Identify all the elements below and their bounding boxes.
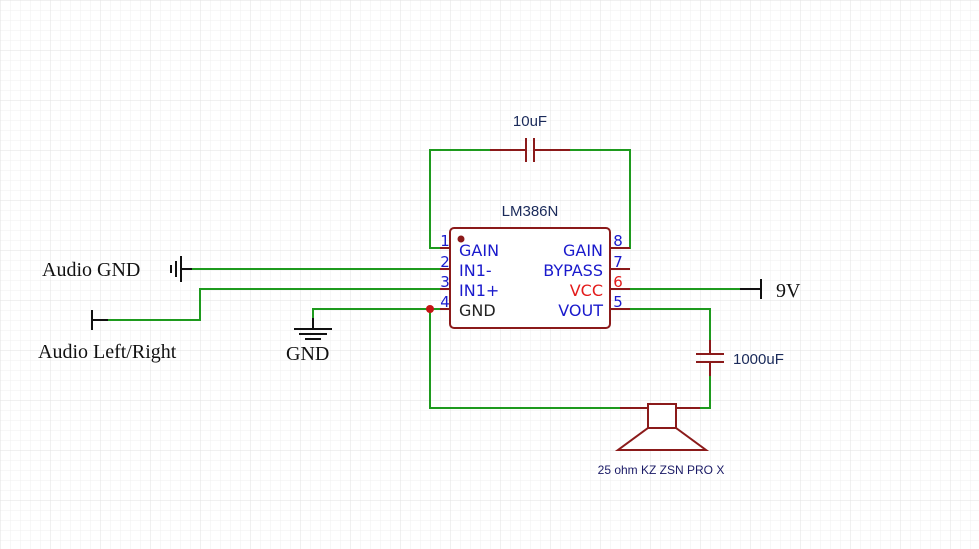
ic-body — [449, 227, 611, 329]
speaker-label: 25 ohm KZ ZSN PRO X — [598, 463, 725, 477]
pin-7-label: BYPASS — [543, 261, 603, 280]
gnd-label: GND — [286, 343, 329, 365]
pin-8-label: GAIN — [563, 241, 603, 260]
speaker-cone-icon — [614, 427, 710, 451]
wire-vout — [620, 308, 711, 348]
ic-lm386n: LM386N 1 2 3 4 GAIN IN1- IN1+ GND 8 7 6 … — [440, 203, 630, 329]
pin-5-label: VOUT — [558, 301, 603, 320]
capacitor-10uf-label: 10uF — [513, 113, 547, 130]
junction-dot — [426, 305, 434, 313]
pin-2-label: IN1- — [459, 261, 492, 280]
capacitor-10uf: 10uF — [490, 113, 570, 162]
supply-label: 9V — [776, 280, 801, 302]
pin-7-number: 7 — [613, 253, 623, 271]
wire-gain-left — [429, 149, 490, 249]
audio-signal-label: Audio Left/Right — [38, 341, 177, 363]
pin1-marker — [457, 235, 465, 243]
supply-flag: 9V — [740, 279, 801, 302]
ic-name: LM386N — [502, 203, 559, 220]
pin-6-number: 6 — [613, 273, 623, 291]
audio-gnd-symbol: Audio GND — [42, 256, 192, 282]
pin-2-number: 2 — [440, 253, 450, 271]
wire-audio-signal — [93, 288, 440, 321]
audio-signal-flag: Audio Left/Right — [38, 310, 177, 363]
pin-6-label: VCC — [570, 281, 603, 300]
capacitor-1000uf: 1000uF — [696, 340, 784, 376]
pin-1-number: 1 — [440, 232, 450, 250]
wires — [93, 149, 760, 409]
pin-8-number: 8 — [613, 232, 623, 250]
pin-3-number: 3 — [440, 273, 450, 291]
pin-4-number: 4 — [440, 293, 450, 311]
capacitor-1000uf-label: 1000uF — [733, 351, 784, 368]
speaker: 25 ohm KZ ZSN PRO X — [598, 403, 725, 477]
speaker-icon — [647, 403, 677, 429]
pin-4-label: GND — [459, 301, 496, 320]
pin-1-label: GAIN — [459, 241, 499, 260]
audio-gnd-label: Audio GND — [42, 259, 140, 281]
gnd-symbol: GND — [286, 318, 332, 365]
pin-5-number: 5 — [613, 293, 623, 311]
wire-speaker-return — [429, 309, 622, 409]
pin-3-label: IN1+ — [459, 281, 499, 300]
